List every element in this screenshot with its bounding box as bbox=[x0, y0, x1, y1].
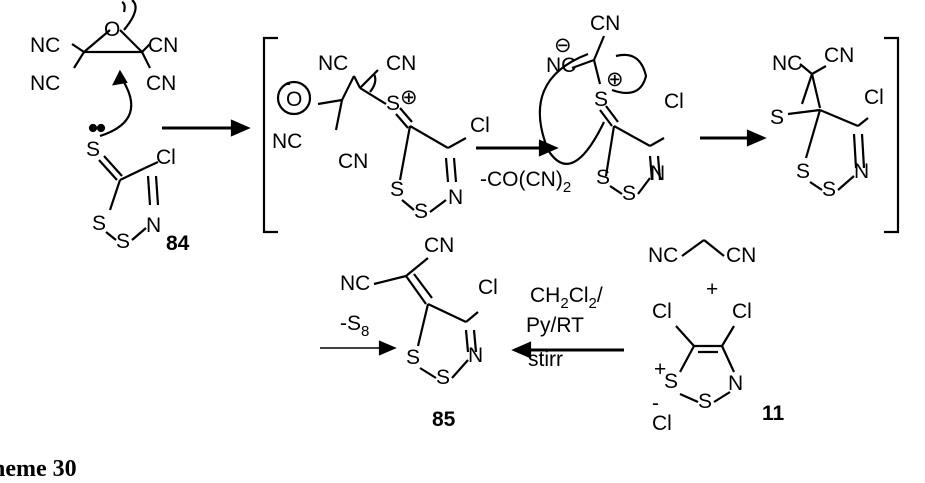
compound-11-structure: Cl Cl S + N S - Cl 11 bbox=[652, 300, 785, 435]
atom-nc: NC bbox=[546, 54, 576, 77]
atom-nc: NC bbox=[340, 272, 370, 295]
tetracyanoethylene-oxide: O NC NC CN CN bbox=[30, 0, 178, 95]
atom-nc: NC bbox=[30, 72, 60, 95]
atom-n: N bbox=[728, 372, 743, 395]
atom-cl: Cl bbox=[156, 146, 176, 169]
compound-label-11: 11 bbox=[762, 402, 785, 425]
reaction-arrow-1 bbox=[162, 119, 251, 137]
atom-cn: CN bbox=[146, 72, 176, 95]
atom-o-minus: O bbox=[286, 88, 302, 111]
malononitrile: NC CN + bbox=[648, 239, 756, 301]
atom-s: S bbox=[622, 182, 636, 205]
intermediate-bracket-right bbox=[884, 36, 900, 234]
atom-s: S bbox=[822, 178, 836, 201]
charge-plus: ⊕ bbox=[400, 86, 418, 109]
scheme-caption: heme 30 bbox=[0, 456, 77, 482]
condition-co-loss: -CO(CN)2 bbox=[480, 168, 571, 196]
atom-cn: CN bbox=[824, 44, 854, 67]
atom-cn: CN bbox=[338, 150, 368, 173]
atom-s: S bbox=[594, 88, 608, 111]
atom-cn: CN bbox=[424, 234, 454, 257]
plus-sign: + bbox=[706, 278, 718, 301]
reaction-arrow-5: -S8 bbox=[320, 312, 397, 356]
atom-nc: NC bbox=[318, 52, 348, 75]
charge-minus: - bbox=[652, 392, 659, 415]
atom-s: S bbox=[116, 230, 130, 253]
atom-cl: Cl bbox=[652, 300, 672, 323]
atom-o: O bbox=[104, 18, 120, 41]
atom-s: S bbox=[386, 92, 400, 115]
reaction-arrow-2: -CO(CN)2 bbox=[476, 139, 571, 196]
atom-n: N bbox=[146, 214, 161, 237]
atom-nc: NC bbox=[772, 52, 802, 75]
atom-s: S bbox=[390, 178, 404, 201]
atom-s: S bbox=[414, 200, 428, 223]
atom-s: S bbox=[436, 366, 450, 389]
reaction-arrow-3 bbox=[700, 129, 767, 147]
condition-solvent: CH2Cl2/ bbox=[530, 284, 603, 312]
atom-cl: Cl bbox=[664, 90, 684, 113]
atom-cl: Cl bbox=[470, 114, 490, 137]
curved-arrow-attack bbox=[99, 69, 133, 138]
atom-nc: NC bbox=[272, 130, 302, 153]
atom-n: N bbox=[650, 162, 665, 185]
intermediate-bracket-left bbox=[262, 36, 278, 234]
atom-s-plus: S bbox=[664, 370, 678, 393]
atom-s: S bbox=[86, 138, 100, 161]
atom-s: S bbox=[596, 166, 610, 189]
atom-cl: Cl bbox=[478, 276, 498, 299]
atom-nc: NC bbox=[648, 244, 678, 267]
spiro-thiirane-intermediate: NC CN S Cl S N S bbox=[770, 44, 884, 201]
atom-nc: NC bbox=[30, 34, 60, 57]
reaction-arrow-4: CH2Cl2/ Py/RT stirr bbox=[511, 284, 624, 371]
compound-label-85: 85 bbox=[432, 408, 456, 431]
atom-cl: Cl bbox=[732, 300, 752, 323]
atom-cn: CN bbox=[590, 12, 620, 35]
atom-s: S bbox=[770, 106, 784, 129]
condition-base: Py/RT bbox=[526, 314, 584, 337]
atom-cn: CN bbox=[148, 34, 178, 57]
atom-cn: CN bbox=[386, 52, 416, 75]
intermediate-1: NC CN O - NC CN S ⊕ Cl S N S bbox=[272, 52, 490, 223]
atom-s: S bbox=[796, 160, 810, 183]
atom-n: N bbox=[854, 160, 869, 183]
condition-stir: stirr bbox=[528, 348, 563, 371]
compound-label-84: 84 bbox=[166, 232, 190, 255]
atom-s: S bbox=[698, 390, 712, 413]
atom-cl-counterion: Cl bbox=[652, 412, 672, 435]
atom-s: S bbox=[406, 346, 420, 369]
atom-n: N bbox=[448, 186, 463, 209]
condition-s8-loss: -S8 bbox=[340, 312, 369, 340]
atom-cn: CN bbox=[726, 244, 756, 267]
compound-84-structure: S Cl S N S 84 bbox=[86, 123, 190, 255]
compound-85-structure: CN NC Cl S N S 85 bbox=[340, 234, 498, 431]
charge-plus: + bbox=[654, 358, 666, 381]
atom-n: N bbox=[468, 344, 483, 367]
charge-plus: ⊕ bbox=[606, 68, 624, 91]
intermediate-2: CN NC ⊖ S ⊕ Cl S N S bbox=[538, 12, 684, 205]
atom-s: S bbox=[92, 212, 106, 235]
atom-cl: Cl bbox=[864, 86, 884, 109]
charge-minus: ⊖ bbox=[554, 34, 572, 57]
